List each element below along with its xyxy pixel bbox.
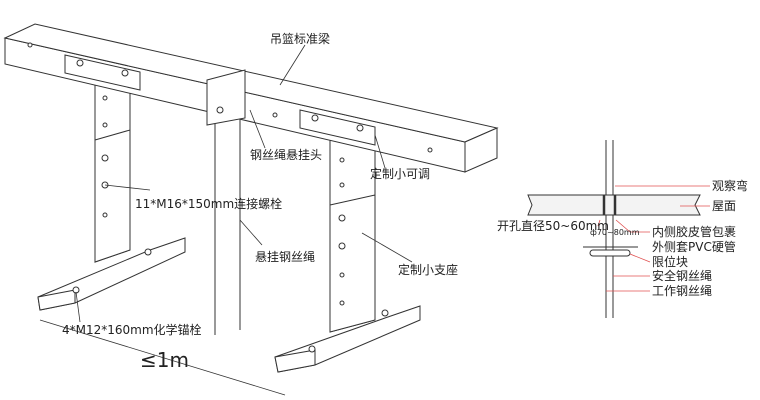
detail-label: 限位块 bbox=[652, 255, 689, 269]
connection-plate bbox=[299, 109, 376, 146]
hanger-head bbox=[206, 69, 246, 126]
detail-label: 安全钢丝绳 bbox=[652, 269, 713, 283]
anchor-label: 4*M12*160mm化学锚栓 bbox=[62, 323, 202, 337]
leader-lines bbox=[39, 44, 413, 396]
hole-label: 开孔直径50~60mm bbox=[497, 219, 609, 233]
detail-label: 外侧套PVC硬管 bbox=[652, 240, 736, 254]
beam-label: 吊篮标准梁 bbox=[270, 32, 331, 46]
stop-block bbox=[589, 249, 631, 257]
connection-plate bbox=[64, 54, 141, 91]
dimension-line bbox=[39, 319, 286, 396]
detail-label: 观察弯 bbox=[712, 179, 749, 193]
rope-label: 悬挂钢丝绳 bbox=[255, 250, 316, 264]
pipe-label: ф70~80mm bbox=[590, 228, 640, 237]
roof-detail bbox=[527, 140, 701, 318]
bolt-label: 11*M16*150mm连接螺栓 bbox=[135, 197, 283, 211]
support-label: 定制小支座 bbox=[398, 263, 459, 277]
bolt-holes bbox=[27, 42, 433, 353]
distance-label: ≤1m bbox=[140, 348, 189, 372]
detail-leader-lines bbox=[597, 185, 710, 292]
beam-top bbox=[3, 23, 499, 143]
hanger-label: 钢丝绳悬挂头 bbox=[250, 148, 323, 162]
detail-label: 内侧胶皮管包裹 bbox=[652, 225, 737, 239]
beam-end bbox=[464, 127, 498, 173]
detail-label: 屋面 bbox=[712, 199, 737, 213]
detail-label: 工作钢丝绳 bbox=[652, 284, 713, 298]
adjuster-label: 定制小可调 bbox=[370, 167, 431, 181]
